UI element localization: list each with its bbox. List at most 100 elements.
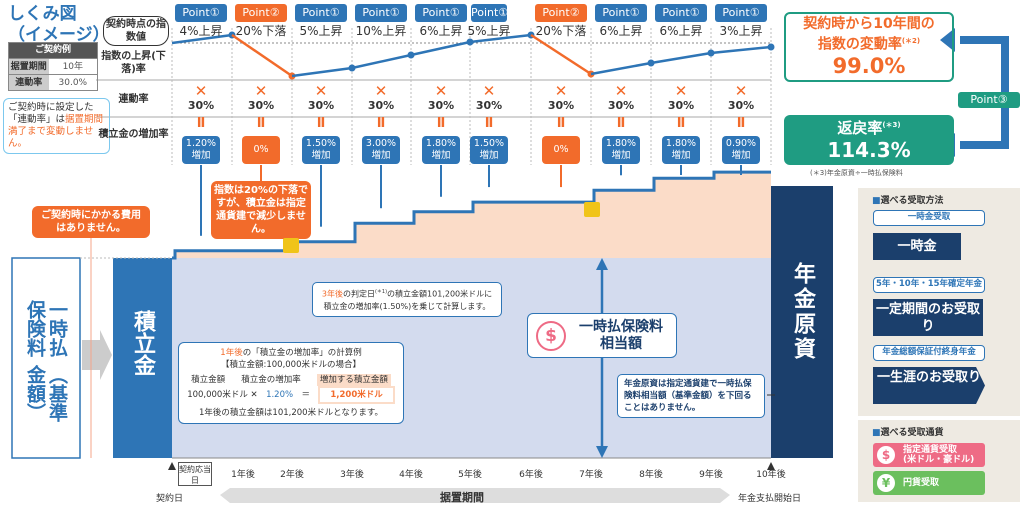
multiply-icon: ✕ bbox=[674, 82, 688, 100]
index-segment bbox=[171, 33, 233, 45]
row-label-change: 指数の上昇(下落)率 bbox=[101, 51, 166, 75]
fund-label: 積立金 bbox=[130, 310, 155, 376]
row-label-link: 連動率 bbox=[118, 94, 149, 105]
equals-icon: Ⅱ bbox=[196, 116, 206, 131]
currency-option[interactable]: $指定通貨受取(米ドル・豪ドル) bbox=[873, 443, 985, 467]
callout-no-decrease: 指数は20%の下落ですが、積立金は指定通貨建で減少しません。 bbox=[211, 181, 311, 239]
calc-example-box: 1年後の「積立金の増加率」の計算例 【積立金額:100,000米ドルの場合】 積… bbox=[178, 342, 404, 424]
year-tick-label: 6年後 bbox=[519, 470, 543, 480]
index-change-text: 4%上昇 bbox=[179, 24, 223, 38]
payout-start-label: 年金支払開始日 bbox=[738, 494, 802, 504]
method-fixed-term[interactable]: 一定期間のお受取り bbox=[873, 299, 983, 336]
anniversary-label: 契約応当日 bbox=[178, 462, 212, 486]
link-rate-value: 30% bbox=[427, 99, 455, 112]
diagram-title: しくみ図（イメージ） bbox=[8, 4, 110, 45]
point-badge: Point① bbox=[295, 4, 347, 22]
link-rate-value: 30% bbox=[187, 99, 215, 112]
year-tick-label: 4年後 bbox=[399, 470, 423, 480]
index-segment bbox=[710, 45, 772, 55]
annuity-label: 年金原資 bbox=[790, 262, 815, 362]
link-rate-value: 30% bbox=[727, 99, 755, 112]
growth-rate-badge: 1.80%増加 bbox=[422, 136, 460, 164]
equals-icon: Ⅱ bbox=[436, 116, 446, 131]
callout-no-fee: ご契約時にかかる費用はありません。 bbox=[32, 206, 150, 238]
multiply-icon: ✕ bbox=[194, 82, 208, 100]
year3-note: 3年後の判定日(＊1)の積立金額101,200米ドルに積立金の増加率(1.50%… bbox=[312, 282, 502, 317]
rate-fixed-note: ご契約時に設定した「連動率」は据置期間満了まで変動しません。 bbox=[3, 98, 110, 154]
link-rate-value: 30% bbox=[247, 99, 275, 112]
year-tick-label: 3年後 bbox=[340, 470, 364, 480]
growth-rate-badge: 0% bbox=[242, 136, 280, 164]
fund-block bbox=[113, 258, 172, 458]
year-tick-label: 2年後 bbox=[280, 470, 304, 480]
return-rate-note: (＊3)年金原資÷一時払保険料 bbox=[810, 169, 903, 177]
annuity-block bbox=[771, 186, 833, 458]
point-badge: Point② bbox=[535, 4, 587, 22]
row-label-growth: 積立金の増加率 bbox=[98, 129, 169, 140]
point-badge: Point① bbox=[595, 4, 647, 22]
currency-option[interactable]: ¥円貨受取 bbox=[873, 471, 985, 495]
premium-block bbox=[11, 257, 81, 459]
index-segment bbox=[291, 66, 353, 78]
link-rate-value: 30% bbox=[475, 99, 503, 112]
link-rate-value: 30% bbox=[547, 99, 575, 112]
year-tick-label: 1年後 bbox=[231, 470, 255, 480]
method-lump-sum[interactable]: 一時金 bbox=[873, 233, 961, 260]
deferral-period-bar bbox=[220, 488, 730, 503]
equals-icon: Ⅱ bbox=[736, 116, 746, 131]
method-tag-lifetime[interactable]: 年金総額保証付終身年金 bbox=[873, 345, 985, 361]
guarantee-note: 年金原資は指定通貨建で一時払保険料相当額（基準金額）を下回ることはありません。 bbox=[617, 374, 765, 418]
index-change-text: 20%下落 bbox=[235, 24, 287, 38]
point3-badge: Point③ bbox=[958, 92, 1020, 108]
year-tick-label: 7年後 bbox=[579, 470, 603, 480]
equals-icon: Ⅱ bbox=[376, 116, 386, 131]
arrow-right-icon bbox=[82, 330, 112, 380]
year-tick-label: 10年後 bbox=[756, 470, 786, 480]
equals-icon: Ⅱ bbox=[676, 116, 686, 131]
point-badge: Point① bbox=[471, 4, 508, 22]
point-badge: Point② bbox=[235, 4, 287, 22]
currency-icon: $ bbox=[877, 446, 895, 464]
multiply-icon: ✕ bbox=[734, 82, 748, 100]
equals-icon: Ⅱ bbox=[316, 116, 326, 131]
multiply-icon: ✕ bbox=[254, 82, 268, 100]
point-badge: Point① bbox=[175, 4, 227, 22]
method-tag-fixed[interactable]: 5年・10年・15年確定年金 bbox=[873, 277, 985, 293]
index-change-text: 3%上昇 bbox=[719, 24, 763, 38]
index-change-box: 契約時から10年間の 指数の変動率(＊2) 99.0% bbox=[784, 12, 954, 82]
index-segment bbox=[410, 40, 471, 57]
method-lifetime[interactable]: 一生涯のお受取り bbox=[873, 367, 985, 404]
lock-icon bbox=[283, 238, 299, 253]
point-badge: Point① bbox=[655, 4, 707, 22]
growth-rate-badge: 0.90%増加 bbox=[722, 136, 760, 164]
growth-rate-badge: 1.50%増加 bbox=[470, 136, 508, 164]
index-segment bbox=[650, 51, 712, 65]
point-badge: Point① bbox=[415, 4, 467, 22]
deferral-period-label: 据置期間 bbox=[440, 491, 484, 504]
multiply-icon: ✕ bbox=[614, 82, 628, 100]
lump-sum-equivalent: $ 一時払保険料相当額 bbox=[527, 313, 677, 358]
premium-label: 一時払保険料（基準金額） bbox=[24, 300, 68, 422]
equals-icon: Ⅱ bbox=[616, 116, 626, 131]
method-tag-lump[interactable]: 一時金受取 bbox=[873, 210, 985, 226]
growth-rate-badge: 0% bbox=[542, 136, 580, 164]
equals-icon: Ⅱ bbox=[484, 116, 494, 131]
link-rate-value: 30% bbox=[307, 99, 335, 112]
row-label-index: 契約時点の指数値 bbox=[103, 16, 169, 46]
multiply-icon: ✕ bbox=[314, 82, 328, 100]
index-change-text: 20%下落 bbox=[535, 24, 587, 38]
index-segment bbox=[590, 61, 652, 76]
growth-rate-badge: 3.00%増加 bbox=[362, 136, 400, 164]
currency-icon: ¥ bbox=[877, 474, 895, 492]
index-segment bbox=[469, 33, 532, 44]
link-rate-value: 30% bbox=[367, 99, 395, 112]
growth-rate-badge: 1.80%増加 bbox=[602, 136, 640, 164]
index-point bbox=[767, 43, 775, 51]
index-change-text: 5%上昇 bbox=[299, 24, 343, 38]
year-tick-label: 5年後 bbox=[458, 470, 482, 480]
multiply-icon: ✕ bbox=[374, 82, 388, 100]
index-change-text: 6%上昇 bbox=[419, 24, 463, 38]
contract-date-label: 契約日 bbox=[156, 494, 184, 504]
multiply-icon: ✕ bbox=[482, 82, 496, 100]
